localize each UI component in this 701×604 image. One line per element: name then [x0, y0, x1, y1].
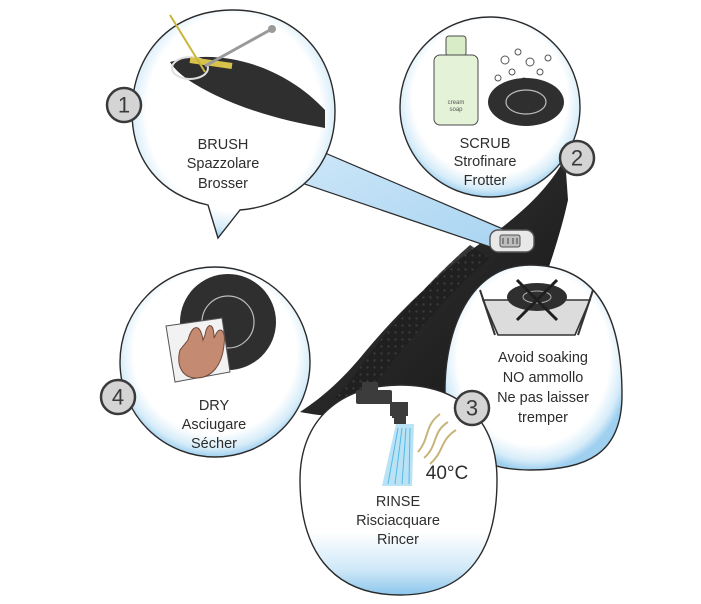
soap-label-line-2: soap [449, 107, 463, 113]
step-3-label-line-4: tremper [518, 410, 568, 426]
step-4-label-line-1: DRY [199, 398, 230, 414]
step-2-bubble: cream soap [399, 16, 581, 198]
step-1-label-line-1: BRUSH [198, 137, 249, 153]
step-1-label-line-3: Brosser [198, 176, 248, 192]
step-3-bubble [444, 264, 623, 471]
faucet-icon [356, 382, 408, 424]
step-1-bubble [131, 9, 336, 240]
brush-icon [169, 14, 325, 128]
connector-icon [489, 229, 535, 253]
soap-bottle-icon: cream soap [433, 35, 479, 126]
rinse-temperature: 40°C [426, 463, 468, 484]
step-1-label-line-2: Spazzolare [187, 156, 260, 172]
step-4-number-badge: 4 [99, 378, 137, 416]
step-4-label: DRY Asciugare Sécher [182, 398, 246, 452]
water-stream-icon [382, 424, 414, 486]
cloth-hand-icon [165, 317, 231, 383]
step-3-label-line-1: Avoid soaking [498, 350, 588, 366]
rinse-label-line-2: Risciacquare [356, 513, 440, 529]
step-3-label: Avoid soaking NO ammollo Ne pas laisser … [497, 350, 589, 426]
step-2-number: 2 [571, 146, 583, 171]
step-3-label-line-3: Ne pas laisser [497, 390, 589, 406]
step-3-label-line-2: NO ammollo [503, 370, 584, 386]
step-2-number-badge: 2 [558, 139, 596, 177]
step-3-number-badge: 3 [453, 389, 491, 427]
basin-icon [479, 283, 594, 336]
step-4-bubble [119, 266, 311, 458]
rinse-bubble: 40°C [299, 382, 498, 596]
step-3-number: 3 [466, 396, 478, 421]
step-1-label: BRUSH Spazzolare Brosser [187, 137, 260, 192]
step-4-number: 4 [112, 385, 124, 410]
prohibition-icon [515, 278, 559, 322]
steam-icon [417, 413, 457, 465]
rinse-label-line-1: RINSE [376, 494, 421, 510]
step-1-number-badge: 1 [105, 86, 143, 124]
pad-icon [488, 78, 564, 126]
step-2-label-line-2: Strofinare [454, 154, 517, 170]
step-4-label-line-3: Sécher [191, 436, 237, 452]
step-2-label-line-3: Frotter [464, 173, 507, 189]
step-1-number: 1 [118, 93, 130, 118]
rinse-label: RINSE Risciacquare Rincer [356, 494, 440, 548]
step-4-label-line-2: Asciugare [182, 417, 246, 433]
step-2-label-line-1: SCRUB [460, 136, 511, 152]
step-2-label: SCRUB Strofinare Frotter [454, 136, 517, 189]
rinse-label-line-3: Rincer [377, 532, 419, 548]
soap-label-line-1: cream [448, 100, 465, 106]
